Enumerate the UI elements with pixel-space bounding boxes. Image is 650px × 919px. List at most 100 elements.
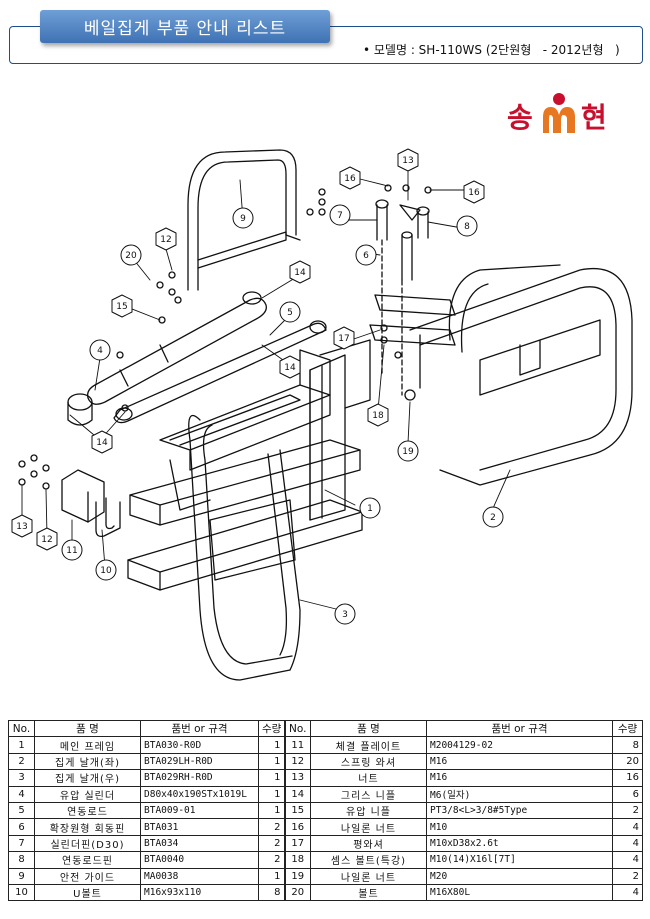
cell-qty: 8 — [258, 883, 285, 902]
callout-20 — [120, 244, 142, 266]
callout-1 — [359, 497, 381, 519]
company-logo: 송 현 — [507, 93, 607, 134]
callout-6 — [355, 244, 377, 266]
callout-5 — [279, 301, 301, 323]
cell-no: 11 — [283, 736, 311, 754]
cell-code: M16X80L — [426, 883, 613, 902]
cell-qty: 4 — [612, 883, 643, 902]
cell-code: D80x40x190STx1019L — [140, 785, 259, 803]
col-header-code: 품번 or 규격 — [140, 719, 259, 738]
callout-label: 13 — [402, 156, 413, 166]
cell-no: 1 — [8, 736, 35, 754]
callout-label: 14 — [96, 438, 108, 448]
cell-qty: 2 — [258, 834, 285, 853]
callout-2 — [482, 506, 504, 528]
cell-no: 16 — [283, 818, 311, 836]
callout-8 — [456, 215, 478, 237]
callout-16b — [463, 180, 485, 204]
cell-code: MA0038 — [140, 867, 259, 885]
cell-qty: 1 — [258, 785, 285, 803]
col-header-qty: 수량 — [258, 719, 285, 738]
cell-no: 6 — [8, 818, 35, 836]
main-frame — [159, 339, 371, 521]
exploded-parts-diagram: 1 2 3 4 5 6 7 8 9 10 11 12 13 13 14 14 1… — [11, 148, 633, 681]
cell-name: 안전 가이드 — [34, 867, 141, 885]
cell-qty: 4 — [612, 818, 643, 836]
logo-text-right: 현 — [581, 101, 607, 134]
callout-label: 16 — [344, 174, 356, 184]
callout-13b — [11, 514, 33, 538]
wing-right — [409, 264, 633, 486]
logo-text-left: 송 — [507, 101, 533, 134]
cell-qty: 20 — [612, 752, 643, 771]
cell-no: 10 — [8, 883, 35, 902]
callout-14b — [279, 355, 301, 379]
col-header-qty: 수량 — [612, 719, 643, 738]
callout-12b — [36, 527, 58, 551]
col-header-name: 품 명 — [34, 719, 141, 738]
callout-9 — [232, 207, 254, 229]
callout-4 — [89, 339, 111, 361]
cell-code: M2004129-02 — [426, 736, 613, 754]
cell-name: 셈스 볼트(특강) — [310, 851, 427, 869]
cell-code: M16 — [426, 752, 613, 771]
page-title: 베일집게 부품 안내 리스트 — [40, 10, 330, 43]
cell-qty: 4 — [612, 834, 643, 853]
callout-19 — [397, 440, 419, 462]
cell-qty: 1 — [258, 769, 285, 787]
cell-code: BTA031 — [140, 818, 259, 836]
cell-name: 나일론 너트 — [310, 867, 427, 885]
link-rod — [113, 320, 327, 424]
cell-no: 17 — [283, 834, 311, 853]
cell-no: 8 — [8, 851, 35, 869]
callout-label: 9 — [240, 214, 246, 224]
cell-name: 메인 프레임 — [34, 736, 141, 754]
callout-label: 10 — [100, 566, 112, 576]
callout-label: 15 — [116, 302, 127, 312]
cell-code: M16 — [426, 769, 613, 787]
cell-qty: 16 — [612, 769, 643, 787]
callout-label: 14 — [294, 268, 306, 278]
cell-no: 12 — [283, 752, 311, 771]
callout-label: 18 — [372, 411, 384, 421]
cell-name: 확장원형 회동핀 — [34, 818, 141, 836]
callout-badges — [11, 148, 504, 625]
wing-left — [169, 394, 301, 681]
cell-no: 3 — [8, 769, 35, 787]
cell-code: M10xD38x2.6t — [426, 834, 613, 853]
cell-name: 집게 날개(우) — [34, 769, 141, 787]
hydraulic-cylinder — [67, 291, 267, 426]
cell-qty: 1 — [258, 752, 285, 771]
callout-label: 16 — [468, 188, 480, 198]
callout-17 — [333, 326, 355, 350]
cell-code: M10 — [426, 818, 613, 836]
cell-qty: 4 — [612, 851, 643, 869]
cell-qty: 2 — [258, 818, 285, 836]
cell-name: 나일론 너트 — [310, 818, 427, 836]
cell-qty: 2 — [612, 801, 643, 820]
u-bolt-assembly — [18, 454, 121, 538]
cell-no: 15 — [283, 801, 311, 820]
leader-lines — [19, 169, 511, 611]
callout-label: 2 — [490, 513, 496, 523]
cell-code: BTA0040 — [140, 851, 259, 869]
cell-code: M10(14)X16l[7T] — [426, 851, 613, 869]
callout-14c — [91, 430, 113, 454]
cell-qty: 1 — [258, 736, 285, 754]
callout-16 — [339, 166, 361, 190]
callout-12 — [155, 227, 177, 251]
cell-qty: 2 — [258, 851, 285, 869]
callout-11 — [61, 539, 83, 561]
callout-label: 11 — [66, 546, 77, 556]
callout-15 — [111, 294, 133, 318]
cell-name: 집게 날개(좌) — [34, 752, 141, 771]
cell-qty: 1 — [258, 801, 285, 820]
cell-no: 5 — [8, 801, 35, 820]
cell-name: 체결 플레이트 — [310, 736, 427, 754]
callout-label: 12 — [41, 535, 52, 545]
